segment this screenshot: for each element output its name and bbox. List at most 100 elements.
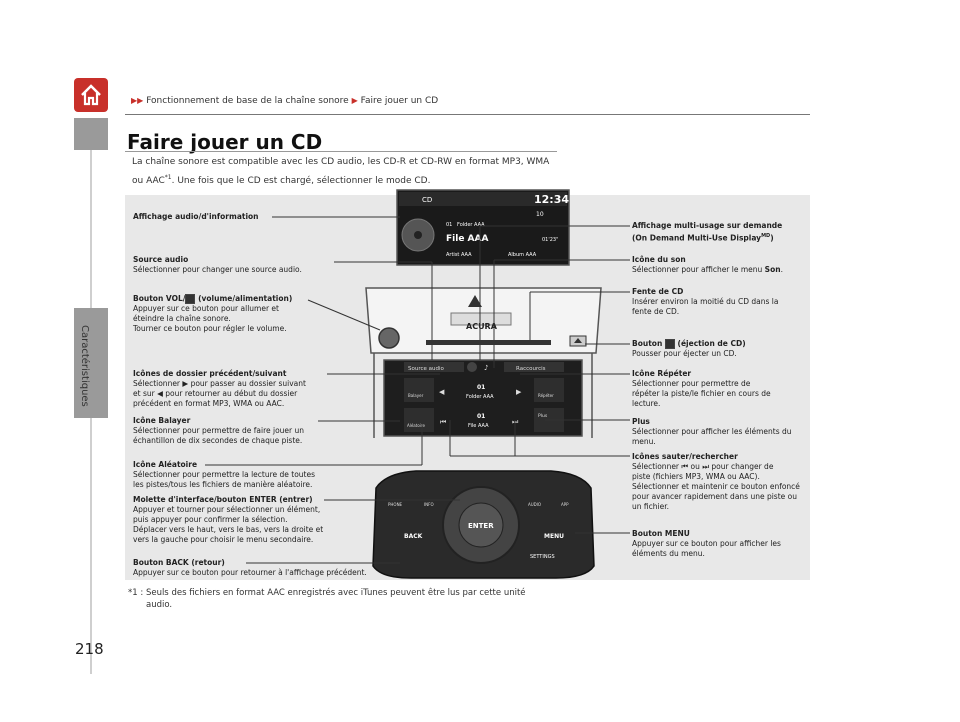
label-line: menu. xyxy=(632,437,656,446)
label-line: Sélectionner ▶ pour passer au dossier su… xyxy=(133,379,306,389)
label-title: Bouton BACK (retour) xyxy=(133,558,225,567)
footnote-line: audio. xyxy=(146,600,173,610)
label-fente: Fente de CD Insérer environ la moitié du… xyxy=(632,287,778,317)
sound-icon[interactable]: ♪ xyxy=(484,364,488,372)
intro-line: La chaîne sonore est compatible avec les… xyxy=(132,157,550,167)
info-button-label[interactable]: INFO xyxy=(424,502,434,507)
home-button[interactable] xyxy=(74,78,108,112)
eject-icon xyxy=(664,339,675,349)
label-line: Sélectionner et maintenir ce bouton enfo… xyxy=(632,482,800,491)
screen-track-num: 01 xyxy=(446,222,452,228)
breadcrumb-arrow-icon: ▶▶ xyxy=(131,96,144,105)
source-audio-label: Source audio xyxy=(408,366,445,372)
eject-icon xyxy=(574,338,582,343)
label-part: (On Demand Multi-Use Display xyxy=(632,233,762,243)
app-button-label[interactable]: APP xyxy=(561,502,569,507)
label-line: Sélectionner ⏮ ou ⏭ pour changer de xyxy=(632,462,800,472)
upper-display-header xyxy=(399,192,567,206)
label-line: Sélectionner pour afficher le menu Son. xyxy=(632,265,783,275)
label-part: ou xyxy=(688,462,703,471)
sidebar-section-tab[interactable] xyxy=(74,308,108,418)
label-title: Icônes de dossier précédent/suivant xyxy=(133,369,287,378)
label-title: (On Demand Multi-Use DisplayMD) xyxy=(632,231,782,244)
label-line: Appuyer sur ce bouton pour retourner à l… xyxy=(133,568,367,577)
hazard-icon[interactable] xyxy=(468,295,482,307)
folder-prev-icon[interactable]: ◀ xyxy=(439,388,445,396)
cd-disc-hole xyxy=(414,231,422,239)
volume-knob[interactable] xyxy=(378,327,400,349)
home-icon xyxy=(81,84,101,106)
label-line: échantillon de dix secondes de chaque pi… xyxy=(133,436,303,445)
settings-button-label[interactable]: SETTINGS xyxy=(530,554,555,560)
label-line: les pistes/tous les fichiers de manière … xyxy=(133,480,313,489)
enter-button[interactable] xyxy=(458,502,504,548)
label-bouton-vol: Bouton VOL/ (volume/alimentation) Appuye… xyxy=(133,294,292,334)
label-part: Sélectionner xyxy=(632,462,682,471)
shortcuts-button[interactable] xyxy=(504,362,564,372)
label-title-part: (éjection de CD) xyxy=(674,339,746,348)
repeat-button[interactable] xyxy=(534,378,564,402)
touch-circle-icon[interactable] xyxy=(467,362,477,372)
source-audio-button[interactable] xyxy=(404,362,464,372)
title-rule xyxy=(125,151,557,152)
label-multi-usage: Affichage multi-usage sur demande (On De… xyxy=(632,221,782,244)
lower-bezel xyxy=(373,353,593,438)
label-affichage-audio: Affichage audio/d'information xyxy=(133,212,259,222)
scan-button[interactable] xyxy=(404,378,434,402)
screen-time: 01'23" xyxy=(542,237,558,243)
label-part: Sélectionner xyxy=(133,379,183,388)
back-button-label[interactable]: BACK xyxy=(404,533,423,540)
screen-folder: Folder AAA xyxy=(457,222,485,228)
label-title: Icône Aléatoire xyxy=(133,460,198,469)
label-back: Bouton BACK (retour) Appuyer sur ce bout… xyxy=(133,558,367,578)
label-line: piste (fichiers MP3, WMA ou AAC). xyxy=(632,472,760,481)
folder-next-icon[interactable]: ▶ xyxy=(516,388,522,396)
label-line: Insérer environ la moitié du CD dans la xyxy=(632,297,779,306)
touch-folder: Folder AAA xyxy=(466,394,494,400)
menu-button-label[interactable]: MENU xyxy=(544,533,564,540)
random-label: Aléatoire xyxy=(407,423,425,428)
label-title-part: Bouton xyxy=(632,339,665,348)
skip-back-icon[interactable]: ⏮ xyxy=(440,418,446,426)
skip-back-icon: ⏮ xyxy=(681,462,689,471)
touch-folder-num: 01 xyxy=(477,384,485,391)
label-icone-son: Icône du son Sélectionner pour afficher … xyxy=(632,255,783,275)
phone-button-label[interactable]: PHONE xyxy=(388,502,403,507)
breadcrumb: ▶▶ Fonctionnement de base de la chaîne s… xyxy=(131,96,438,106)
label-line: pour avancer rapidement dans une piste o… xyxy=(632,492,797,501)
label-line: Déplacer vers le haut, vers le bas, vers… xyxy=(133,525,324,534)
touch-file-num: 01 xyxy=(477,413,485,420)
label-part: pour retourner au début du dossier xyxy=(162,389,298,398)
top-rule xyxy=(125,114,810,115)
breadcrumb-arrow-icon: ▶ xyxy=(351,96,358,105)
audio-button-label[interactable]: AUDIO xyxy=(528,502,541,507)
label-sauter: Icônes sauter/rechercher Sélectionner ⏮ … xyxy=(632,452,800,512)
repeat-label: Répéter xyxy=(538,393,554,398)
label-title-part: Bouton VOL/ xyxy=(133,294,186,303)
label-title: Icône Balayer xyxy=(133,416,191,425)
breadcrumb-item[interactable]: Fonctionnement de base de la chaîne sono… xyxy=(146,96,349,106)
brand-panel xyxy=(450,312,512,326)
label-source-audio: Source audio Sélectionner pour changer u… xyxy=(133,255,302,275)
power-icon xyxy=(185,294,196,304)
screen-album: Album AAA xyxy=(508,252,537,258)
breadcrumb-item[interactable]: Faire jouer un CD xyxy=(360,96,439,106)
label-molette: Molette d'interface/bouton ENTER (entrer… xyxy=(133,495,323,545)
label-line: vers la gauche pour choisir le menu seco… xyxy=(133,535,314,544)
random-button[interactable] xyxy=(404,408,434,432)
shortcuts-label: Raccourcis xyxy=(516,366,546,372)
label-line: Pousser pour éjecter un CD. xyxy=(632,349,737,358)
label-line: Appuyer sur ce bouton pour allumer et xyxy=(133,304,279,313)
intro-line: ou AAC*1. Une fois que le CD est chargé,… xyxy=(132,170,562,189)
label-line: Sélectionner pour permettre la lecture d… xyxy=(133,470,316,479)
footnote-text: Seuls des fichiers en format AAC enregis… xyxy=(145,588,526,598)
label-title: Icône Répéter xyxy=(632,369,692,378)
sidebar xyxy=(74,78,108,674)
footnote: *1 : Seuls des fichiers en format AAC en… xyxy=(128,587,568,611)
cd-slot xyxy=(426,340,551,345)
label-line: et sur ◀ pour retourner au début du doss… xyxy=(133,389,306,399)
footnote-ref[interactable]: *1 xyxy=(164,174,172,181)
intro-text: La chaîne sonore est compatible avec les… xyxy=(132,155,562,189)
label-desc: Sélectionner pour changer une source aud… xyxy=(133,265,302,274)
label-repeter: Icône Répéter Sélectionner pour permettr… xyxy=(632,369,771,409)
